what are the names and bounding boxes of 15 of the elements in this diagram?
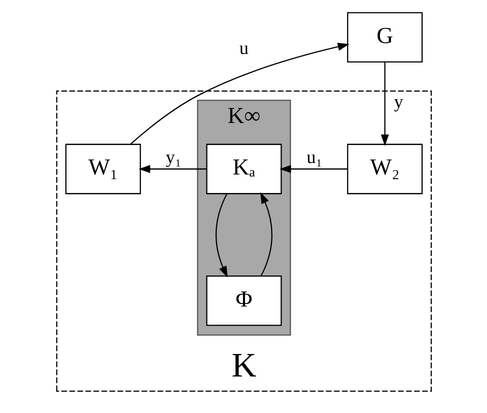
node-box: G <box>346 12 422 62</box>
arrow <box>380 62 388 146</box>
node-box: Kₐ <box>206 144 282 194</box>
arrow <box>130 42 349 144</box>
edge-label: y₁ <box>165 147 181 168</box>
arrow <box>260 192 272 276</box>
arrow <box>138 164 206 173</box>
node-box: W₁ <box>64 144 140 194</box>
arrow <box>279 164 347 173</box>
edge-label: u <box>238 38 248 58</box>
arrow <box>215 193 228 278</box>
edge-label: y <box>394 91 403 112</box>
node-box: W₂ <box>346 144 422 194</box>
node-box: Φ <box>206 276 282 326</box>
edge-label: u₁ <box>306 147 322 168</box>
